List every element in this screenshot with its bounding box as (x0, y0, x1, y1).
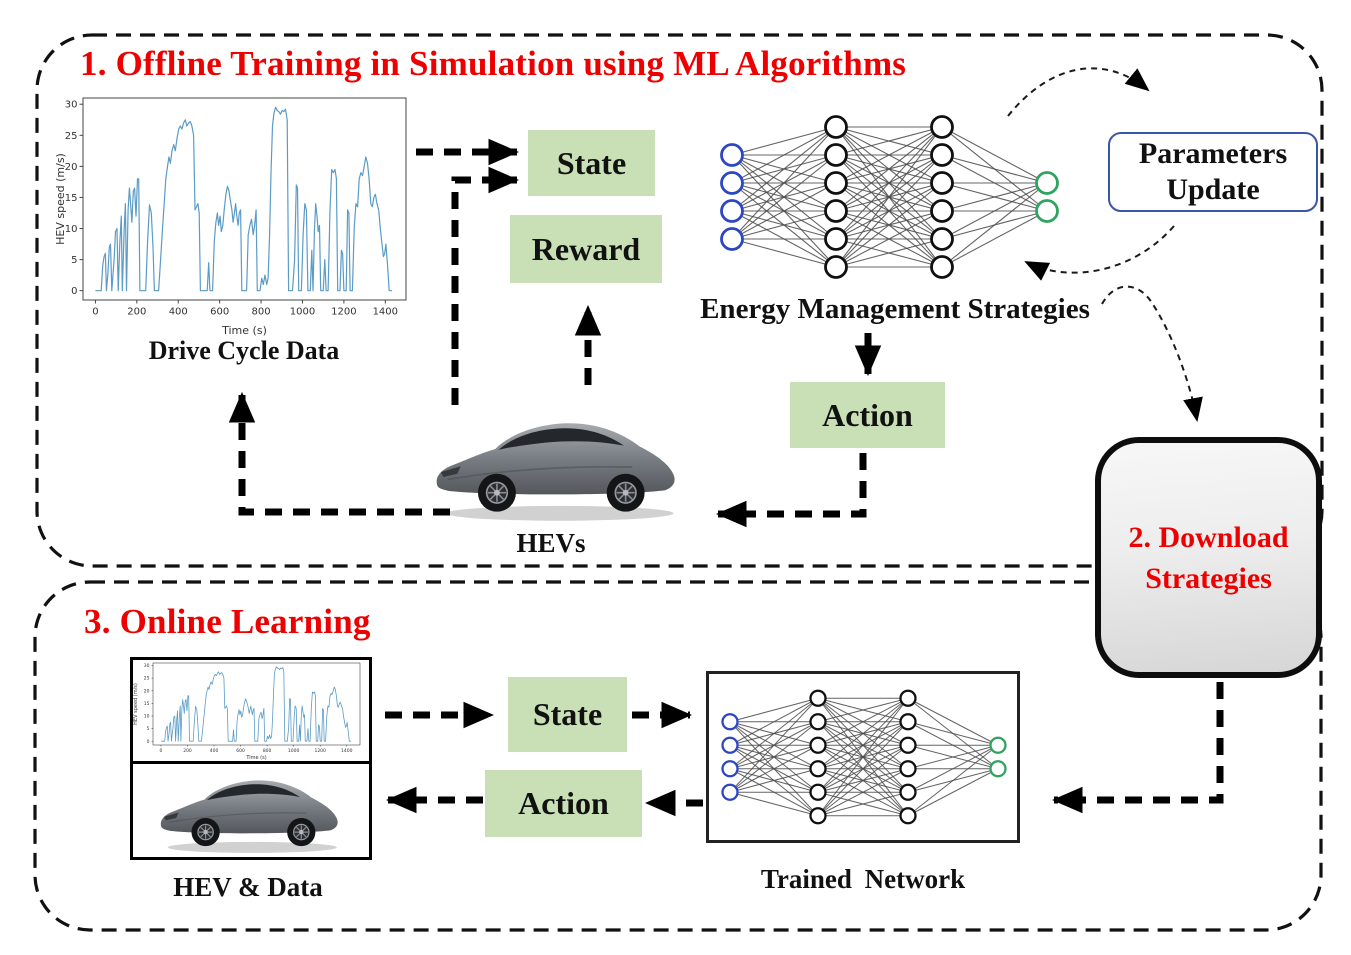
svg-text:200: 200 (127, 307, 146, 318)
download-strategies-box: 2. Download Strategies (1095, 437, 1322, 678)
reward-box: Reward (510, 215, 662, 283)
svg-text:25: 25 (65, 131, 78, 142)
action-box-offline: Action (790, 382, 945, 448)
offline-section-title: 1. Offline Training in Simulation using … (80, 44, 907, 83)
ems-caption: Energy Management Strategies (700, 293, 1090, 325)
svg-text:200: 200 (183, 748, 192, 754)
svg-text:400: 400 (169, 307, 188, 318)
action-box-online: Action (485, 770, 642, 837)
offline-section-border (35, 33, 1324, 568)
parameters-update-box: Parameters Update (1108, 132, 1318, 212)
svg-text:5: 5 (147, 726, 150, 732)
svg-text:15: 15 (144, 701, 150, 707)
state-box-offline: State (528, 130, 655, 196)
svg-text:800: 800 (252, 307, 271, 318)
online-section-border (33, 580, 1323, 932)
state-box-online: State (508, 677, 627, 752)
svg-text:0: 0 (147, 739, 150, 745)
state-label-online: State (532, 696, 603, 732)
svg-text:1000: 1000 (288, 748, 300, 754)
trained-network-caption: Trained Network (760, 864, 966, 894)
svg-text:30: 30 (65, 100, 78, 111)
svg-text:1200: 1200 (331, 307, 356, 318)
ems-neural-network (720, 115, 1059, 279)
svg-text:800: 800 (263, 748, 272, 754)
hev-car-image-small (138, 764, 364, 856)
svg-text:15: 15 (65, 193, 78, 204)
svg-text:HEV speed (m/s): HEV speed (m/s) (133, 683, 139, 725)
svg-text:0: 0 (71, 286, 77, 297)
svg-text:10: 10 (65, 224, 78, 235)
drive-cycle-chart: 0 200 400 600 800 1000 1200 1400 0 5 10 15 20 25 30Tim… (55, 97, 407, 336)
svg-text:0: 0 (160, 748, 163, 754)
parameters-update-line1: Parameters (1138, 137, 1288, 170)
trained-neural-network (721, 689, 1007, 825)
svg-text:25: 25 (144, 676, 150, 682)
parameters-update-line2: Update (1166, 173, 1260, 206)
svg-text:10: 10 (144, 714, 150, 720)
svg-text:Time (s): Time (s) (221, 324, 267, 336)
svg-text:600: 600 (236, 748, 245, 754)
svg-text:600: 600 (210, 307, 229, 318)
drive-cycle-caption: Drive Cycle Data (148, 336, 340, 365)
hev-data-caption: HEV & Data (173, 872, 323, 902)
svg-text:20: 20 (144, 688, 150, 694)
action-label-online: Action (518, 785, 609, 821)
drive-cycle-chart-small: 0 200 400 600 800 1000 1200 1400 0 5 10 15 20 25 30Tim… (133, 662, 361, 761)
download-line2: Strategies (1145, 561, 1272, 595)
svg-text:400: 400 (210, 748, 219, 754)
action-label-offline: Action (822, 396, 913, 433)
hev-car-image (426, 396, 690, 530)
svg-text:30: 30 (144, 663, 150, 669)
online-section-title: 3. Online Learning (84, 602, 371, 641)
download-line1: 2. Download (1128, 520, 1289, 554)
svg-text:1000: 1000 (290, 307, 315, 318)
svg-text:1400: 1400 (373, 307, 398, 318)
svg-text:HEV speed (m/s): HEV speed (m/s) (55, 153, 67, 245)
reward-label: Reward (531, 230, 641, 267)
hevs-caption: HEVs (516, 528, 586, 558)
svg-text:1400: 1400 (341, 748, 353, 754)
state-label-offline: State (556, 144, 627, 181)
svg-text:20: 20 (65, 162, 78, 173)
svg-text:1200: 1200 (314, 748, 326, 754)
hev-data-divider (130, 761, 372, 764)
svg-text:Time (s): Time (s) (245, 755, 266, 761)
svg-text:5: 5 (71, 255, 77, 266)
svg-text:0: 0 (92, 307, 98, 318)
